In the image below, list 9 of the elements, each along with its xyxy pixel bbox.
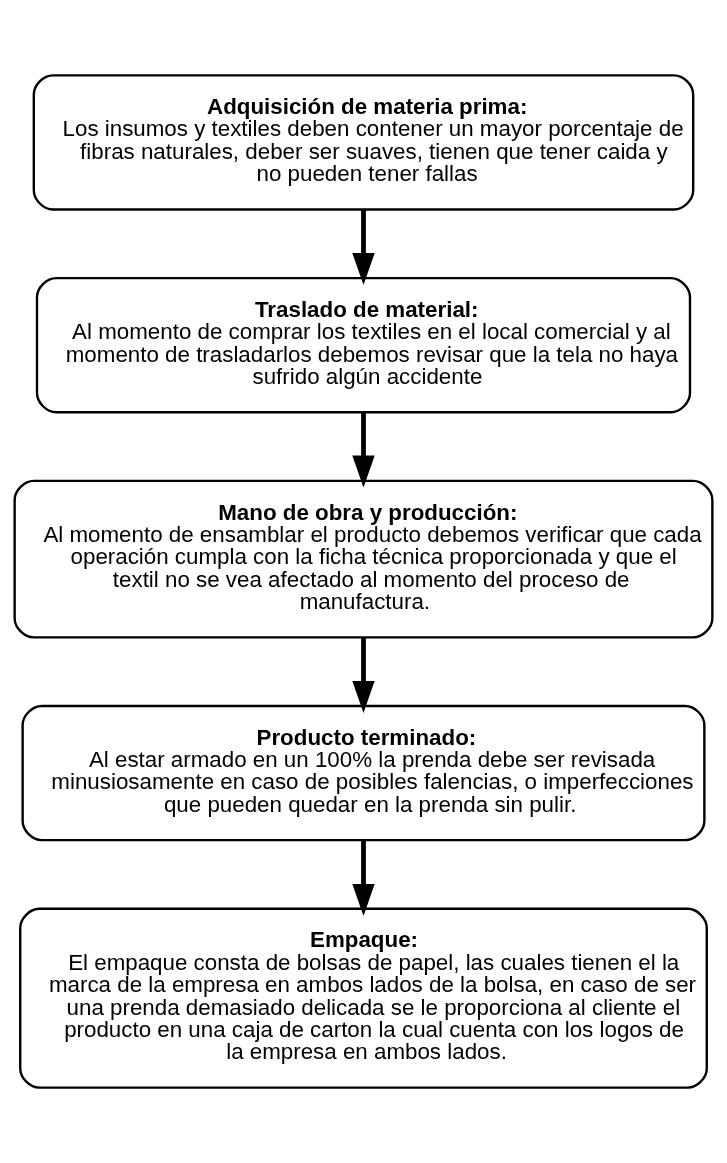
arrow <box>352 637 375 713</box>
arrow <box>352 209 375 286</box>
node-box: Traslado de material: Al momento de comprar los textiles en el local comercial y al momento de trasladarlos debemos revisar que la tela no haya sufrido algún accidente <box>35 276 692 414</box>
node-box: Empaque: El empaque consta de bolsas de papel, las cuales tienen el la marca de la empresa en ambos lados de la bolsa, en caso de ser una prenda demasiado delicada se le proporciona al cliente el producto en una caja de carton la cual cuenta con los logos de la empresa en ambos lados. <box>19 907 708 1089</box>
node-box: Adquisición de materia prima: Los insumos y textiles deben contener un mayor porcentaje de fibras naturales, deber ser suaves, tienen que tener caida y no pueden tener fallas <box>32 74 695 211</box>
node-box: Mano de obra y producción: Al momento de ensamblar el producto debemos verificar que cada operación cumpla con la ficha técnica proporcionada y que el textil no se vea afectado al momento del proceso de manufactura. <box>13 479 714 639</box>
node-box: Producto terminado: Al estar armado en un 100% la prenda debe ser revisada minusiosamente en caso de posibles falencias, o imperfecciones que pueden quedar en la prenda sin pulir. <box>21 704 706 842</box>
arrow <box>352 412 375 488</box>
arrow <box>352 840 375 916</box>
